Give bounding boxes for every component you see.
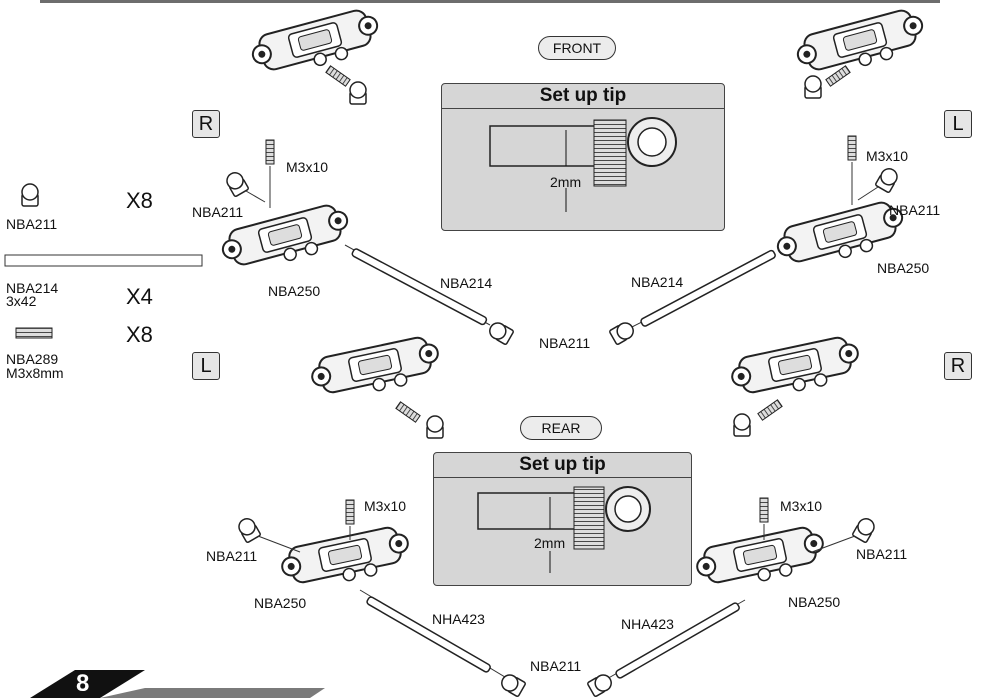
part-quantity: X8: [126, 188, 153, 213]
callout-arm: NBA250: [254, 595, 307, 611]
side-letter-front-left: R: [192, 110, 220, 138]
rod-end-diagram: [489, 117, 677, 212]
part-code: NBA289: [6, 351, 59, 367]
callout-ball: NBA211: [206, 548, 258, 564]
top-rule: [40, 0, 940, 3]
callout-ball: NBA211: [539, 335, 591, 351]
callout-pin: NBA214: [440, 275, 493, 291]
setup-tip-rear: Set up tip 2mm: [433, 452, 692, 586]
front-label: FRONT: [538, 36, 616, 60]
part-code: NBA214: [6, 280, 59, 296]
part-code: NBA211: [6, 216, 58, 232]
callout-pin: NBA214: [631, 274, 684, 290]
part-spec: 3x42: [6, 293, 37, 309]
callout-pin: NHA423: [621, 616, 674, 632]
part-quantity: X8: [126, 322, 153, 347]
callout-screw: M3x10: [866, 148, 909, 164]
callout-arm: NBA250: [877, 260, 930, 276]
callout-arm: NBA250: [268, 283, 321, 299]
setup-tip-front: Set up tip 2mm: [441, 83, 725, 231]
side-letter-rear-right: R: [944, 352, 972, 380]
setup-tip-gap: 2mm: [534, 535, 566, 551]
callout-pin: NHA423: [432, 611, 485, 627]
setup-tip-gap: 2mm: [550, 174, 582, 190]
side-letter-front-right: L: [944, 110, 972, 138]
callout-ball: NBA211: [192, 204, 244, 220]
callout-arm: NBA250: [788, 594, 841, 610]
rear-label: REAR: [520, 416, 602, 440]
part-quantity: X4: [126, 284, 153, 309]
callout-screw: M3x10: [286, 159, 329, 175]
callout-ball: NBA211: [856, 546, 908, 562]
part-spec: M3x8mm: [6, 365, 64, 381]
setup-tip-title: Set up tip: [442, 84, 724, 109]
callout-screw: M3x10: [780, 498, 823, 514]
setup-tip-title: Set up tip: [434, 453, 691, 478]
rod-end-diagram: [477, 486, 651, 573]
side-letter-rear-left: L: [192, 352, 220, 380]
callout-screw: M3x10: [364, 498, 407, 514]
page-number: 8: [76, 670, 90, 697]
callout-ball: NBA211: [889, 202, 941, 218]
callout-ball: NBA211: [530, 658, 582, 674]
